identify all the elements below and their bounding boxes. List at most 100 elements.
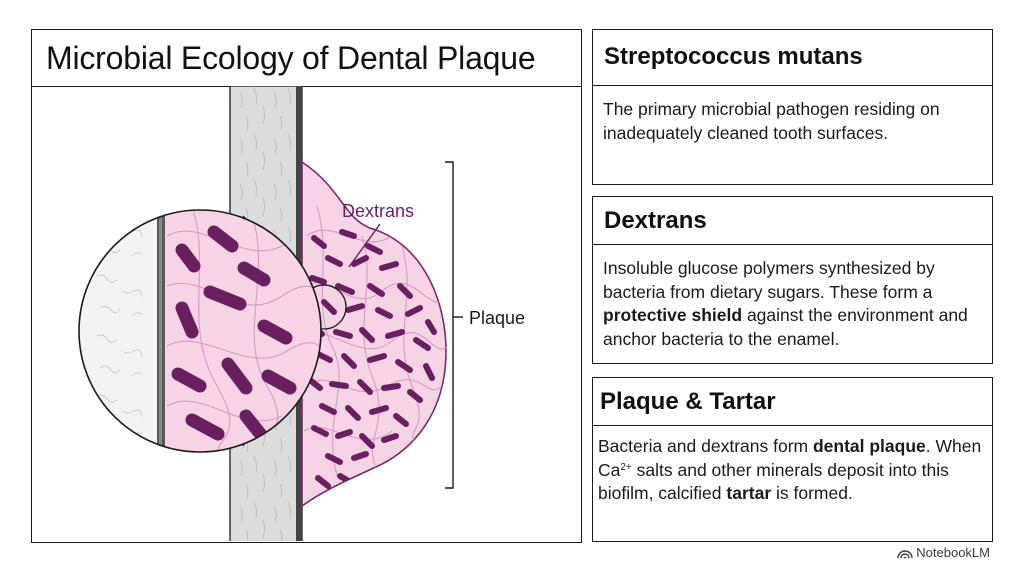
bacterium [329,381,349,389]
emphasis-text: dental plaque [812,436,926,456]
card-title: Dextrans [604,207,707,234]
diagram-title: Microbial Ecology of Dental Plaque [46,40,536,76]
bacterium [407,389,423,403]
dextran-strand [316,205,340,477]
bacterium [423,363,435,381]
bacterium [359,433,375,449]
magnified-dextran-strand [191,210,231,452]
dextrans-pointer [348,223,381,268]
card-body: The primary microbial pathogen residing … [592,86,993,185]
magnified-bacterium [237,261,271,287]
card-description: Bacteria and dextrans form dental plaque… [598,435,984,506]
bacterium [315,351,333,363]
bacterium [345,405,361,421]
magnified-bacterium [261,369,297,395]
diagram-panel: Microbial Ecology of Dental Plaque [31,29,582,543]
plaque-label: Plaque [469,308,525,328]
card-title: Plaque & Tartar [600,388,776,415]
bacterium [405,305,423,317]
dextran-strand [303,332,446,350]
bacterium [375,307,393,319]
magnified-bacterium [221,357,253,395]
bacterium [395,359,413,373]
magnified-bacterium [175,301,199,339]
bacterium [381,433,399,443]
magnified-bacterium [175,243,201,273]
title-bar: Microbial Ecology of Dental Plaque [32,30,581,87]
text-run: The primary microbial pathogen residing … [603,99,940,143]
card-streptococcus-mutans: Streptococcus mutans The primary microbi… [592,29,993,185]
plaque-biofilm [301,160,447,508]
superscript-text: 2+ [620,461,632,473]
bacterium [311,425,329,437]
bacterium [413,337,431,351]
text-run: Insoluble glucose polymers synthesized b… [603,258,935,302]
magnified-bacterium [239,409,269,443]
bacterium [345,303,365,313]
bacterium [333,329,353,339]
card-plaque-tartar: Plaque & Tartar Bacteria and dextrans fo… [592,377,993,542]
card-header: Plaque & Tartar [592,377,993,426]
bacterium [397,283,413,299]
bacterium [335,283,355,295]
bacterium [325,255,343,267]
text-run: against the environment and anchor bacte… [603,305,968,349]
bacterium [381,383,401,391]
emphasis-text: tartar [726,483,772,503]
card-description: The primary microbial pathogen residing … [603,98,984,145]
bacterium [425,319,437,335]
text-run: . When Ca [598,436,982,480]
bacterium [351,451,369,461]
bacterium [367,283,385,297]
bacterium [393,413,409,427]
magnified-bacterium [171,367,207,393]
text-run: Bacteria and dextrans form [598,436,813,456]
bacterium [325,453,343,465]
bacterium [307,377,323,391]
card-header: Streptococcus mutans [592,29,993,86]
dextrans-label: Dextrans [342,201,414,221]
bacterium [341,353,357,369]
dextran-strand [401,245,420,447]
magnified-bacterium [185,413,225,441]
bacterium [309,275,327,285]
bacterium [311,235,327,249]
bacterium [379,261,399,271]
magnified-dextran-strand [166,400,283,422]
magnified-bacterium [257,319,293,345]
watermark-text: NotebookLM [916,545,990,560]
plaque-bracket [445,161,463,489]
text-run: salts and other minerals deposit into th… [598,459,949,504]
magnified-dextran-strand [166,340,321,359]
plaque-bacteria [307,229,437,489]
emphasis-text: protective shield [603,305,743,325]
card-header: Dextrans [592,196,993,245]
magnified-bacterium [207,225,239,253]
bacterium [385,329,405,339]
card-body: Insoluble glucose polymers synthesized b… [592,245,993,364]
bacterium [369,405,389,415]
notebooklm-watermark: NotebookLM [897,545,990,560]
dextran-strand [361,235,380,472]
bacterium [339,229,357,239]
bacterium [319,403,337,415]
text-run: is formed. [771,483,853,503]
magnified-bacteria [171,225,297,443]
plaque-diagram: Dextrans Plaque [78,86,525,541]
bacterium [357,379,373,395]
bacterium [321,299,337,315]
bacterium [365,243,383,255]
bacterium [359,327,375,343]
bacterium [351,255,369,267]
notebooklm-logo-icon [897,550,913,559]
bacterium [335,429,353,439]
card-dextrans: Dextrans Insoluble glucose polymers synt… [592,196,993,364]
card-body: Bacteria and dextrans form dental plaque… [592,426,993,542]
magnified-dextran-strand [166,282,321,306]
card-description: Insoluble glucose polymers synthesized b… [603,257,984,351]
magnified-dextran-strand [166,230,321,252]
card-title: Streptococcus mutans [604,43,863,70]
bacterium [367,353,387,363]
magnified-bacterium [203,285,247,311]
bacterium [315,475,331,489]
